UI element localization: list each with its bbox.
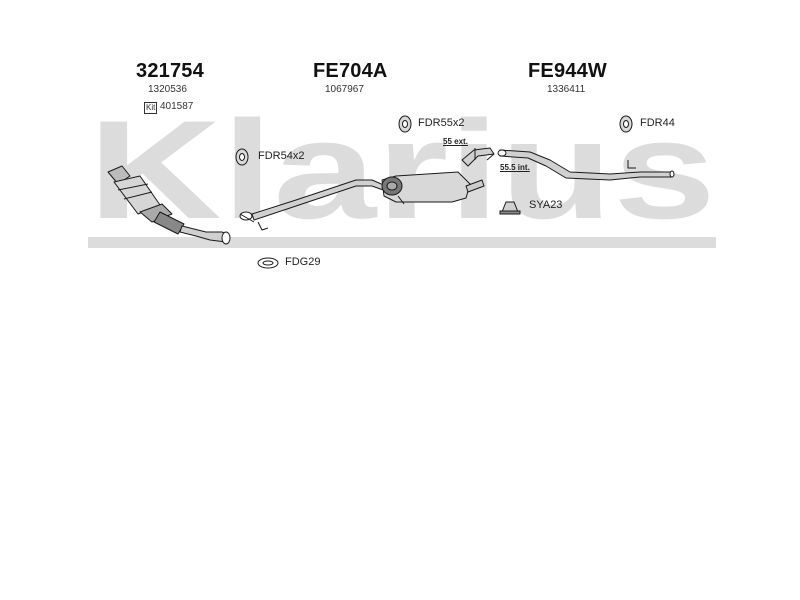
oe-number-1336411: 1336411 [547, 84, 586, 95]
mid-pipe-part [239, 179, 387, 231]
accessory-label-fdg29: FDG29 [285, 256, 321, 268]
accessory-label-sya23: SYA23 [529, 199, 563, 211]
kit-badge: Kit [144, 102, 158, 114]
gasket-icon [257, 257, 279, 269]
part-number-fe944w: FE944W [528, 60, 608, 82]
rubber-hanger-icon [398, 115, 412, 133]
dimension-label-internal: 55.5 int. [500, 163, 530, 172]
accessory-label-fdr44: FDR44 [640, 117, 675, 129]
silencer-part [381, 171, 485, 205]
clamp-icon [499, 201, 521, 215]
part-number-321754: 321754 [136, 60, 204, 82]
rubber-hanger-icon [619, 115, 633, 133]
rubber-hanger-icon [235, 148, 249, 166]
catalytic-converter-part [107, 165, 231, 245]
dimension-label-external: 55 ext. [443, 137, 468, 146]
tail-pipe-part [461, 147, 675, 181]
kit-number: 401587 [160, 101, 194, 112]
watermark-underline [88, 237, 716, 248]
part-number-fe704a: FE704A [313, 60, 388, 82]
oe-number-1067967: 1067967 [325, 84, 364, 95]
accessory-label-fdr55: FDR55x2 [418, 117, 465, 129]
accessory-label-fdr54: FDR54x2 [258, 150, 305, 162]
oe-number-1320536: 1320536 [148, 84, 187, 95]
